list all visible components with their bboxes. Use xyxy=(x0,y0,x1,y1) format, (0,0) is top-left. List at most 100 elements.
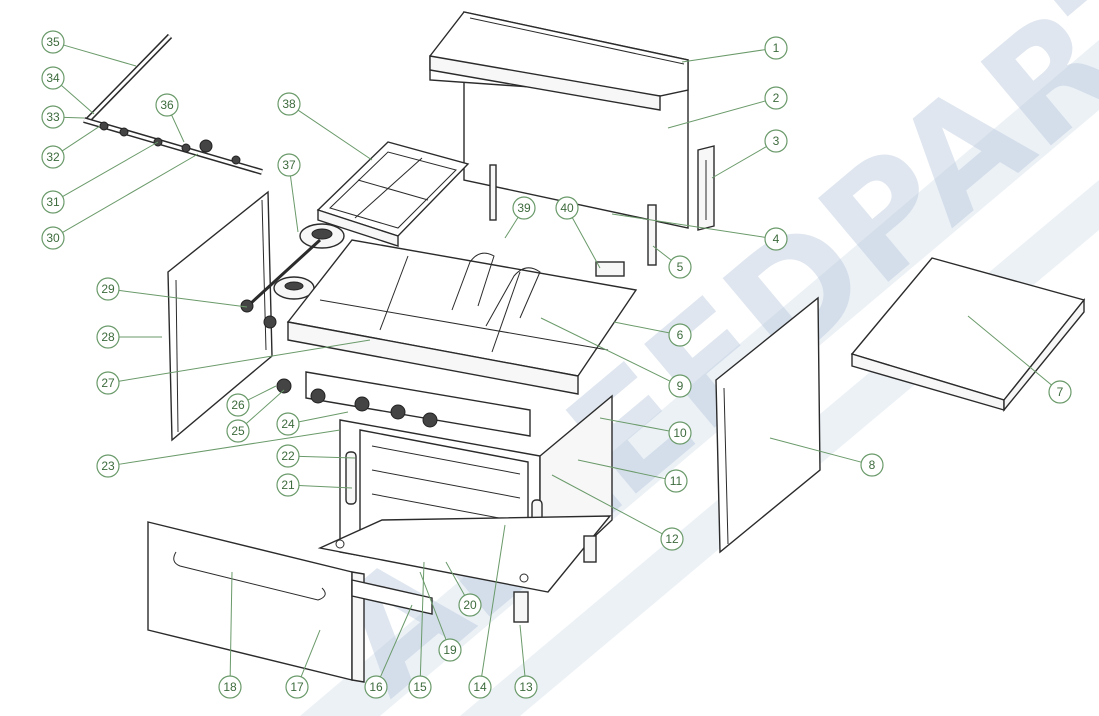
callout-36: 36 xyxy=(155,93,185,143)
callout-leader-24 xyxy=(298,411,349,423)
callout-8: 8 xyxy=(769,437,884,477)
callout-circle-27 xyxy=(96,371,120,395)
callout-leader-19 xyxy=(419,571,447,640)
callout-label-27: 27 xyxy=(101,376,115,390)
callout-label-39: 39 xyxy=(517,201,531,215)
callout-leader-36 xyxy=(171,114,185,143)
callout-circle-12 xyxy=(660,527,684,551)
callout-label-2: 2 xyxy=(773,91,780,105)
callout-circle-6 xyxy=(668,323,692,347)
callout-29: 29 xyxy=(96,277,248,308)
callout-label-9: 9 xyxy=(677,379,684,393)
callout-circle-10 xyxy=(668,421,692,445)
callout-leader-7 xyxy=(967,315,1052,386)
callout-31: 31 xyxy=(41,141,159,214)
callout-layer: 1234567891011121314151617181920212223242… xyxy=(41,30,1072,699)
callout-24: 24 xyxy=(276,411,349,436)
callout-label-11: 11 xyxy=(670,474,683,488)
callout-label-19: 19 xyxy=(443,643,457,657)
callout-label-4: 4 xyxy=(773,232,780,246)
callout-label-21: 21 xyxy=(281,478,295,492)
callout-leader-31 xyxy=(62,141,159,197)
callout-5: 5 xyxy=(652,245,692,279)
callout-leader-35 xyxy=(63,44,137,67)
oven-door xyxy=(147,521,365,683)
callout-label-35: 35 xyxy=(46,35,60,49)
callout-leader-8 xyxy=(769,437,862,463)
callout-circle-31 xyxy=(41,190,65,214)
callout-label-7: 7 xyxy=(1057,385,1064,399)
callout-leader-21 xyxy=(298,485,353,489)
callout-label-1: 1 xyxy=(773,41,780,55)
callout-label-12: 12 xyxy=(665,532,679,546)
callout-30: 30 xyxy=(41,153,199,250)
callout-label-18: 18 xyxy=(223,680,237,694)
callout-label-20: 20 xyxy=(463,598,477,612)
callout-leader-20 xyxy=(445,561,466,596)
callout-circle-26 xyxy=(226,393,250,417)
callout-27: 27 xyxy=(96,339,371,395)
callout-circle-35 xyxy=(41,30,65,54)
callout-label-3: 3 xyxy=(773,134,780,148)
callout-20: 20 xyxy=(445,561,482,617)
callout-circle-14 xyxy=(468,675,492,699)
callout-1: 1 xyxy=(681,36,788,63)
callout-label-30: 30 xyxy=(46,231,60,245)
callout-26: 26 xyxy=(226,385,277,417)
callout-leader-32 xyxy=(61,125,101,152)
callout-37: 37 xyxy=(277,153,301,233)
callout-leader-26 xyxy=(247,385,277,401)
callout-leader-17 xyxy=(300,629,321,677)
callout-circle-30 xyxy=(41,226,65,250)
callout-leader-10 xyxy=(599,417,670,432)
callout-circle-40 xyxy=(555,196,579,220)
callout-leader-16 xyxy=(379,604,413,678)
callout-circle-20 xyxy=(458,593,482,617)
callout-label-6: 6 xyxy=(677,328,684,342)
callout-circle-22 xyxy=(276,444,300,468)
callout-35: 35 xyxy=(41,30,137,67)
callout-label-37: 37 xyxy=(282,158,296,172)
callout-circle-37 xyxy=(277,153,301,177)
callout-circle-38 xyxy=(277,92,301,116)
callout-25: 25 xyxy=(226,389,285,443)
callout-circle-25 xyxy=(226,419,250,443)
callout-label-38: 38 xyxy=(282,97,296,111)
callout-label-24: 24 xyxy=(281,417,295,431)
callout-34: 34 xyxy=(41,66,95,115)
callout-leader-9 xyxy=(540,317,671,382)
callout-label-14: 14 xyxy=(473,680,487,694)
callout-28: 28 xyxy=(96,325,162,349)
callout-leader-13 xyxy=(519,624,526,677)
callout-32: 32 xyxy=(41,125,101,169)
callout-leader-22 xyxy=(298,455,356,459)
callout-label-34: 34 xyxy=(46,71,60,85)
callout-circle-15 xyxy=(408,675,432,699)
callout-leader-6 xyxy=(613,321,670,334)
callout-leader-33 xyxy=(63,116,85,119)
callout-label-15: 15 xyxy=(413,680,427,694)
control-panel xyxy=(276,371,531,437)
callout-circle-5 xyxy=(668,255,692,279)
callout-label-28: 28 xyxy=(101,330,115,344)
callout-label-32: 32 xyxy=(46,150,60,164)
callout-label-17: 17 xyxy=(290,680,304,694)
callout-label-22: 22 xyxy=(281,449,295,463)
callout-circle-9 xyxy=(668,374,692,398)
callout-12: 12 xyxy=(551,474,684,551)
callout-circle-16 xyxy=(364,675,388,699)
callout-3: 3 xyxy=(711,129,788,179)
callout-leader-40 xyxy=(571,217,601,269)
callout-9: 9 xyxy=(540,317,692,398)
back-riser-panel xyxy=(429,11,689,266)
callout-circle-21 xyxy=(276,473,300,497)
callout-40: 40 xyxy=(555,196,601,269)
callout-14: 14 xyxy=(468,524,506,699)
callout-leader-4 xyxy=(611,213,766,238)
callout-39: 39 xyxy=(504,196,536,239)
callout-circle-28 xyxy=(96,325,120,349)
callout-circle-3 xyxy=(764,129,788,153)
callout-2: 2 xyxy=(667,86,788,129)
